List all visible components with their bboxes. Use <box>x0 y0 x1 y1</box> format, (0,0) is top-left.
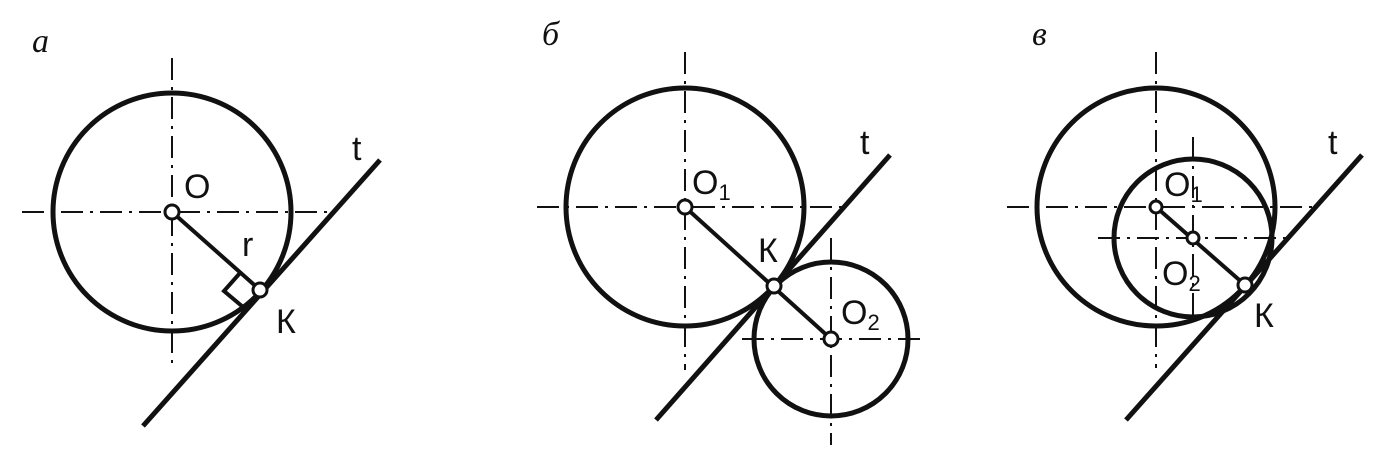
panel-b-tangent-label: t <box>860 124 870 162</box>
panel-b-center-line <box>683 205 833 341</box>
panel-b-point-label: К <box>758 232 778 270</box>
panel-c-circle-2 <box>1111 156 1275 320</box>
panel-a-point-label: К <box>276 303 296 341</box>
panel-a-circle <box>50 90 294 334</box>
panel-c-center-2-label: O2 <box>1162 255 1201 296</box>
panel-a-right-angle-mark <box>221 271 245 309</box>
panel-a-radius-label: r <box>242 226 253 264</box>
panel-b-circle-2 <box>751 259 911 419</box>
panel-c-letter: в <box>1032 16 1047 53</box>
panel-c-center-line <box>1154 205 1247 287</box>
panel-a-tangent-label: t <box>352 130 362 168</box>
panel-b-center-1-label: O1 <box>692 164 731 205</box>
panel-b-circle-1 <box>563 85 807 329</box>
panel-a-center-label: O <box>184 168 210 206</box>
panel-b-center-2-label: O2 <box>841 294 880 335</box>
panel-b: б O1 O2 К t <box>537 16 920 445</box>
panel-c-center-2-point <box>1185 230 1201 246</box>
panel-c-center-1-label: O1 <box>1164 166 1203 207</box>
panel-b-center-1-point <box>676 198 694 216</box>
panel-b-tangent-point <box>765 277 783 295</box>
panel-c-point-label: К <box>1254 297 1274 335</box>
panel-a-radius <box>170 210 262 292</box>
panel-b-letter: б <box>542 16 561 53</box>
panel-a-center-point <box>163 203 181 221</box>
panel-a-letter: а <box>32 23 49 60</box>
panel-a: а O r К t <box>22 23 382 428</box>
panel-c-tangent-point <box>1236 276 1254 294</box>
panel-a-tangent-point <box>251 281 269 299</box>
panel-c-tangent-label: t <box>1328 124 1338 162</box>
panel-c-circle-1 <box>1034 85 1278 329</box>
panel-b-center-2-point <box>822 330 840 348</box>
panel-c-center-1-point <box>1148 199 1164 215</box>
panel-c: в O1 O2 К t <box>1007 16 1364 422</box>
